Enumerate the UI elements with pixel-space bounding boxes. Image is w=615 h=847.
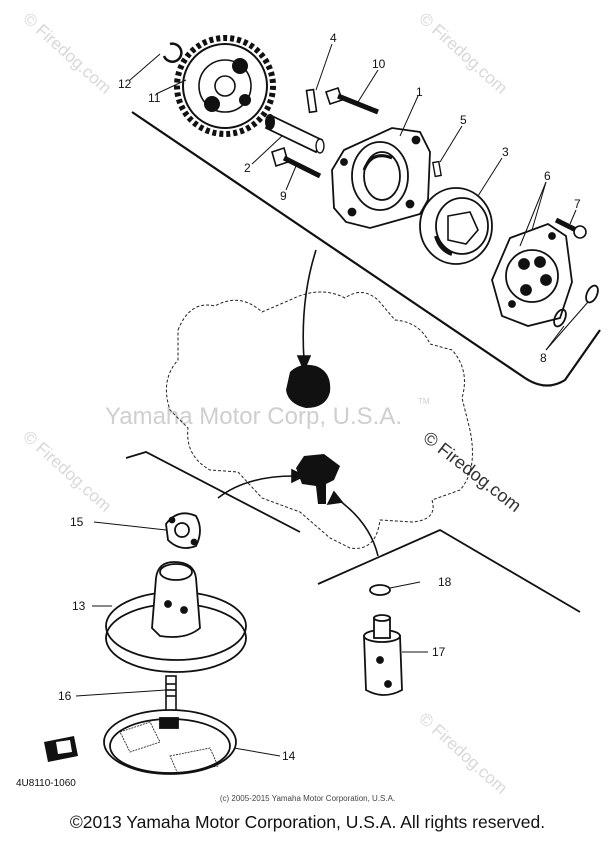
copyright-main: ©2013 Yamaha Motor Corporation, U.S.A. A…	[69, 812, 546, 832]
callout-11: 11	[148, 91, 161, 105]
watermark-center: Yamaha Motor Corp, U.S.A.	[105, 403, 402, 430]
watermark-site-bottom-right: © Firedog.com	[415, 709, 511, 798]
callout-numbers: 1 2 3 4 5 6 7 8 9 10 11 12 13 14 15 16 1…	[58, 31, 581, 763]
callout-13: 13	[72, 599, 86, 613]
callout-10: 10	[372, 57, 386, 71]
strainer-screen-part-14	[103, 709, 237, 775]
gasket-part-15	[165, 512, 201, 549]
callout-5: 5	[460, 113, 467, 127]
callout-1: 1	[416, 85, 423, 99]
rotor-part-3	[419, 187, 493, 265]
pump-plate	[131, 111, 601, 387]
callout-4: 4	[330, 31, 337, 45]
callout-12: 12	[118, 77, 132, 91]
callout-15: 15	[70, 515, 84, 529]
callout-18: 18	[438, 575, 452, 589]
lower-section-lines	[125, 451, 581, 613]
watermark-site-large: © Firedog.com	[420, 427, 526, 516]
callout-8: 8	[540, 351, 547, 365]
crankcase-outline	[165, 291, 473, 549]
callout-6: 6	[544, 169, 551, 183]
callout-2: 2	[244, 161, 251, 175]
pump-mount-blob	[286, 364, 340, 504]
callout-3: 3	[502, 145, 509, 159]
o-ring-part-18	[369, 584, 391, 596]
relief-valve-part-17	[363, 614, 403, 696]
shaft-part-2	[264, 114, 325, 154]
pin-part-5	[432, 160, 442, 178]
callout-7: 7	[574, 197, 581, 211]
callout-14: 14	[282, 749, 296, 763]
screw-part-7	[554, 217, 587, 239]
o-rings-part-8	[553, 284, 599, 328]
leader-lines	[75, 43, 589, 757]
cover-part-6	[491, 222, 573, 327]
watermark-site-top-right: © Firedog.com	[415, 9, 511, 98]
strainer-housing-part-13	[105, 561, 247, 673]
watermark-site-top-left: © Firedog.com	[19, 9, 115, 98]
front-marker-icon	[44, 736, 78, 762]
callout-16: 16	[58, 689, 72, 703]
gear-part-11	[174, 35, 276, 137]
assembly-arrows	[217, 249, 379, 557]
callout-17: 17	[432, 645, 446, 659]
callout-9: 9	[280, 189, 287, 203]
watermark-center-tm: TM	[418, 397, 430, 406]
bolt-part-10	[324, 86, 379, 115]
pin-part-4	[305, 88, 318, 114]
circlip-part-12	[162, 42, 183, 63]
pump-housing-part-1	[331, 127, 431, 229]
diagram-code: 4U8110-1060	[16, 778, 76, 789]
watermark-site-mid-left: © Firedog.com	[19, 427, 115, 516]
bolt-part-9	[271, 146, 322, 179]
copyright-small: (c) 2005-2015 Yamaha Motor Corporation, …	[219, 794, 396, 803]
